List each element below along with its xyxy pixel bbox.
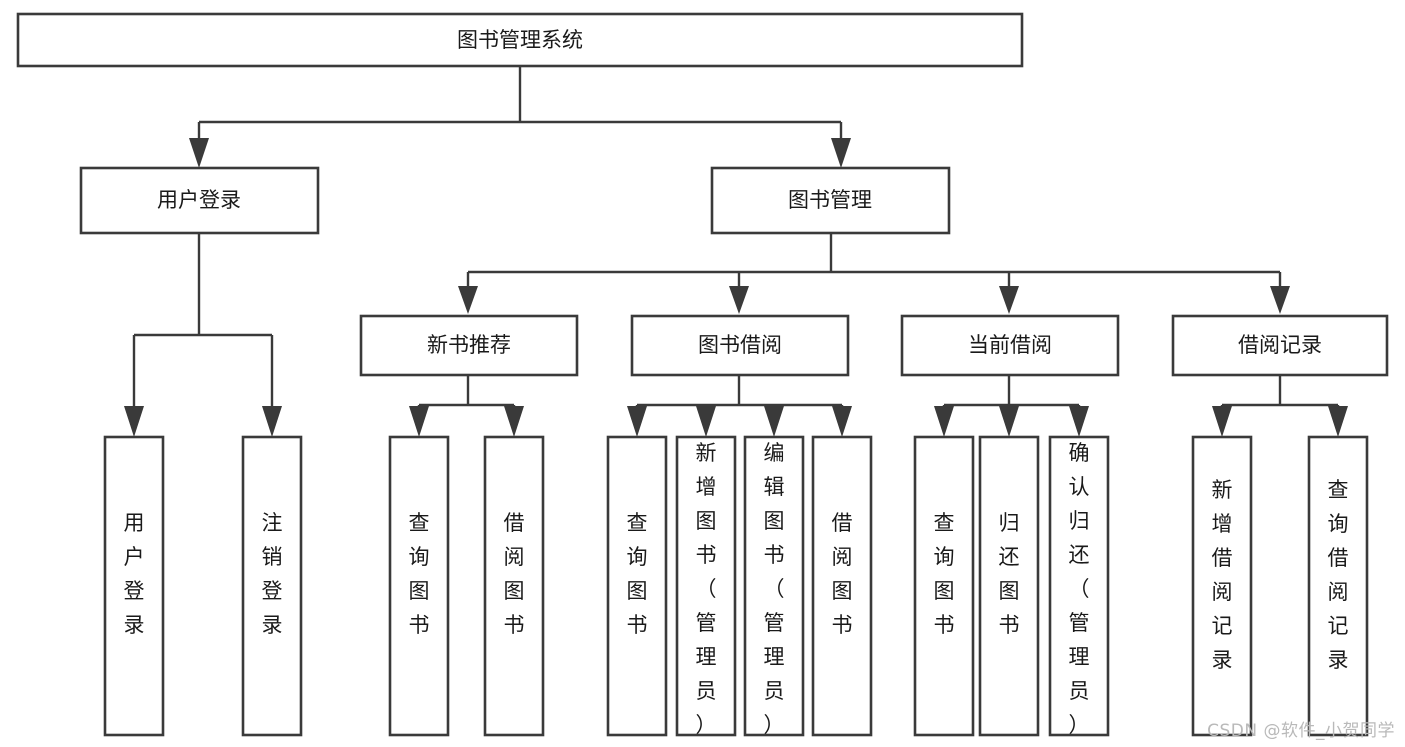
- node-leaf-add-book[interactable]: 新增图书（管理员）: [675, 435, 737, 737]
- arrowhead-leaf-query-book-3: [934, 406, 954, 437]
- node-user-login-label: 用户登录: [157, 188, 241, 212]
- node-leaf-logout-login-label: 注销登录: [262, 511, 283, 637]
- node-leaf-add-book-label: 新增图书（管理员）: [696, 441, 717, 737]
- node-leaf-borrow-book-1[interactable]: 借阅图书: [483, 435, 545, 737]
- node-leaf-query-book-3-label: 查询图书: [934, 511, 955, 637]
- node-leaf-logout-login[interactable]: 注销登录: [241, 435, 303, 737]
- node-borrow-record-box[interactable]: [1171, 314, 1389, 377]
- node-leaf-edit-book-label: 编辑图书（管理员）: [764, 441, 785, 737]
- node-book-management-box[interactable]: [710, 166, 951, 235]
- node-leaf-confirm-return-label: 确认归还（管理员）: [1069, 441, 1090, 737]
- node-leaf-query-book-3-box[interactable]: [913, 435, 975, 737]
- node-book-borrow-label: 图书借阅: [698, 333, 782, 357]
- arrowhead-leaf-return-book: [999, 406, 1019, 437]
- node-borrow-record-label: 借阅记录: [1238, 333, 1322, 357]
- node-root[interactable]: 图书管理系统: [16, 12, 1024, 68]
- node-leaf-borrow-book-1-label: 借阅图书: [504, 511, 525, 637]
- arrowhead-leaf-borrow-book-1: [504, 406, 524, 437]
- connector-layer: [124, 66, 1348, 437]
- arrowhead-leaf-borrow-book-2: [832, 406, 852, 437]
- node-new-book-recommend-box[interactable]: [359, 314, 579, 377]
- node-leaf-query-book-3[interactable]: 查询图书: [913, 435, 975, 737]
- node-book-borrow-box[interactable]: [630, 314, 850, 377]
- arrowhead-leaf-user-login: [124, 406, 144, 437]
- node-leaf-logout-login-box[interactable]: [241, 435, 303, 737]
- arrowhead-leaf-query-book-1: [409, 406, 429, 437]
- node-leaf-query-book-1-label: 查询图书: [409, 511, 430, 637]
- node-leaf-query-record-box[interactable]: [1307, 435, 1369, 737]
- node-leaf-query-book-2-label: 查询图书: [627, 511, 648, 637]
- node-leaf-query-book-1-box[interactable]: [388, 435, 450, 737]
- node-current-borrow-label: 当前借阅: [968, 333, 1052, 357]
- node-leaf-return-book-box[interactable]: [978, 435, 1040, 737]
- node-leaf-borrow-book-2-label: 借阅图书: [832, 511, 853, 637]
- node-leaf-confirm-return-box[interactable]: [1048, 435, 1110, 737]
- node-leaf-query-book-2[interactable]: 查询图书: [606, 435, 668, 737]
- node-leaf-return-book[interactable]: 归还图书: [978, 435, 1040, 737]
- node-leaf-add-record-box[interactable]: [1191, 435, 1253, 737]
- node-leaf-add-book-box[interactable]: [675, 435, 737, 737]
- node-leaf-query-record[interactable]: 查询借阅记录: [1307, 435, 1369, 737]
- node-leaf-return-book-label: 归还图书: [999, 511, 1020, 637]
- node-book-management-label: 图书管理: [788, 188, 872, 212]
- arrowhead-book-borrow: [729, 286, 749, 314]
- arrowhead-borrow-record: [1270, 286, 1290, 314]
- node-leaf-add-record[interactable]: 新增借阅记录: [1191, 435, 1253, 737]
- node-leaf-borrow-book-2[interactable]: 借阅图书: [811, 435, 873, 737]
- node-leaf-borrow-book-1-box[interactable]: [483, 435, 545, 737]
- node-current-borrow[interactable]: 当前借阅: [900, 314, 1120, 377]
- node-leaf-user-login[interactable]: 用户登录: [103, 435, 165, 737]
- csdn-watermark: CSDN @软件_小贺同学: [1207, 721, 1395, 741]
- arrowhead-leaf-logout-login: [262, 406, 282, 437]
- arrowhead-user-login: [189, 138, 209, 168]
- arrowhead-leaf-query-record: [1328, 406, 1348, 437]
- node-user-login[interactable]: 用户登录: [79, 166, 320, 235]
- node-leaf-user-login-label: 用户登录: [124, 511, 145, 637]
- node-leaf-query-record-label: 查询借阅记录: [1328, 478, 1349, 672]
- node-borrow-record[interactable]: 借阅记录: [1171, 314, 1389, 377]
- arrowhead-leaf-query-book-2: [627, 406, 647, 437]
- node-book-management[interactable]: 图书管理: [710, 166, 951, 235]
- node-leaf-edit-book-box[interactable]: [743, 435, 805, 737]
- arrowhead-book-management: [831, 138, 851, 168]
- node-user-login-box[interactable]: [79, 166, 320, 235]
- node-leaf-borrow-book-2-box[interactable]: [811, 435, 873, 737]
- arrowhead-new-book-recommend: [458, 286, 478, 314]
- arrowhead-leaf-add-record: [1212, 406, 1232, 437]
- arrowhead-leaf-add-book: [696, 406, 716, 437]
- arrowhead-leaf-confirm-return: [1069, 406, 1089, 437]
- node-leaf-query-book-1[interactable]: 查询图书: [388, 435, 450, 737]
- node-leaf-add-record-label: 新增借阅记录: [1212, 478, 1233, 672]
- node-leaf-user-login-box[interactable]: [103, 435, 165, 737]
- arrowhead-leaf-edit-book: [764, 406, 784, 437]
- node-new-book-recommend[interactable]: 新书推荐: [359, 314, 579, 377]
- node-book-borrow[interactable]: 图书借阅: [630, 314, 850, 377]
- node-new-book-recommend-label: 新书推荐: [427, 333, 511, 357]
- node-leaf-edit-book[interactable]: 编辑图书（管理员）: [743, 435, 805, 737]
- arrowhead-current-borrow: [999, 286, 1019, 314]
- node-leaf-confirm-return[interactable]: 确认归还（管理员）: [1048, 435, 1110, 737]
- node-current-borrow-box[interactable]: [900, 314, 1120, 377]
- node-root-box[interactable]: [16, 12, 1024, 68]
- node-leaf-query-book-2-box[interactable]: [606, 435, 668, 737]
- node-root-label: 图书管理系统: [457, 28, 583, 52]
